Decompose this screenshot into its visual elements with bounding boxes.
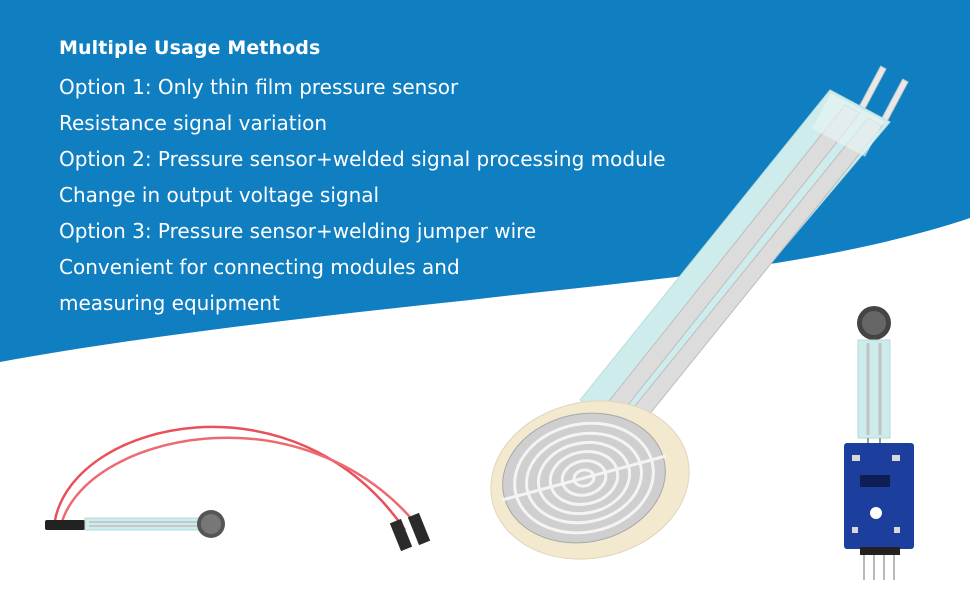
option-3-desc-1: Convenient for connecting modules and bbox=[59, 255, 460, 279]
thin-film-sensor-image bbox=[490, 65, 909, 560]
module-sensor-image bbox=[844, 306, 914, 580]
option-1-line: Option 1: Only thin film pressure sensor bbox=[59, 75, 459, 99]
option-2-desc: Change in output voltage signal bbox=[59, 183, 380, 207]
option-1-desc: Resistance signal variation bbox=[59, 111, 328, 135]
heading: Multiple Usage Methods bbox=[59, 37, 321, 59]
option-3-desc-2: measuring equipment bbox=[59, 291, 280, 315]
jumper-wire-sensor-image bbox=[45, 425, 431, 552]
usage-methods-text: Multiple Usage Methods Option 1: Only th… bbox=[59, 33, 719, 321]
option-2-line: Option 2: Pressure sensor+welded signal … bbox=[59, 147, 666, 171]
option-3-line: Option 3: Pressure sensor+welding jumper… bbox=[59, 219, 537, 243]
